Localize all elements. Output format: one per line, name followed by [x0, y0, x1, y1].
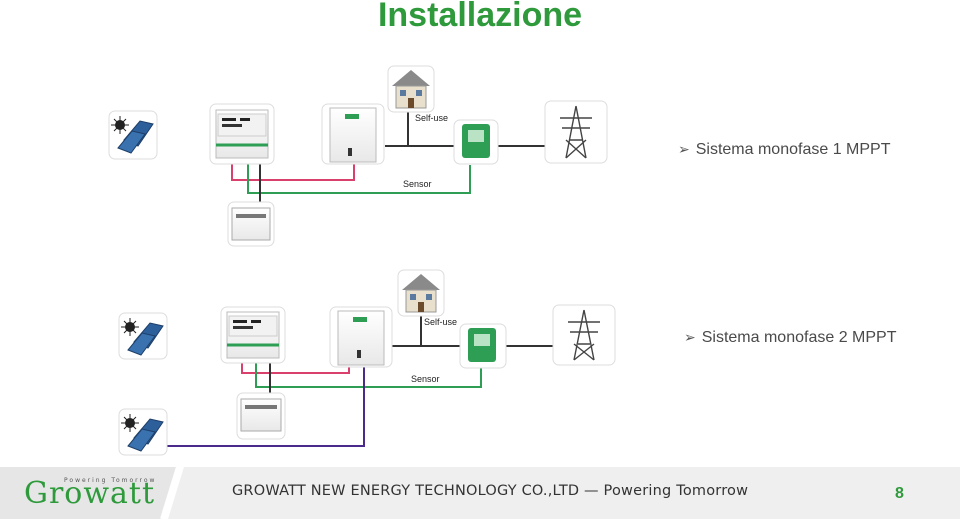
diagram1-wires — [231, 108, 545, 202]
diagram-1mppt: Self-use Sensor — [108, 65, 608, 247]
solar-panel-icon — [118, 408, 168, 456]
bullet-1mppt-text: Sistema monofase 1 MPPT — [695, 141, 891, 158]
sensor-label-2: Sensor — [411, 374, 440, 384]
bullet-2mppt: ➢ Sistema monofase 2 MPPT — [684, 329, 896, 347]
self-use-label-2: Self-use — [424, 317, 457, 327]
diagram2-wires — [165, 312, 553, 447]
footer-band — [0, 466, 960, 519]
page-title: Installazione — [377, 0, 583, 34]
inverter-icon — [329, 306, 393, 368]
diagram-2mppt: Self-use Sensor — [118, 269, 616, 456]
battery-icon — [227, 201, 275, 247]
self-use-label-1: Self-use — [415, 113, 448, 123]
grid-pylon-icon — [544, 100, 608, 164]
growatt-logo: Growatt — [24, 476, 156, 511]
footer-company: GROWATT NEW ENERGY TECHNOLOGY CO.,LTD — … — [232, 483, 749, 499]
bullet-1mppt: ➢ Sistema monofase 1 MPPT — [678, 141, 890, 159]
meter-sensor-icon — [453, 119, 499, 165]
system-diagrams: Self-use Sensor — [108, 65, 616, 456]
page-number: 8 — [895, 485, 904, 502]
solar-panel-icon — [118, 312, 168, 360]
inverter-icon — [321, 103, 385, 165]
bullet-2mppt-text: Sistema monofase 2 MPPT — [701, 329, 897, 346]
storage-unit-icon — [220, 306, 286, 364]
grid-pylon-icon — [552, 304, 616, 366]
arrow-bullet-icon: ➢ — [678, 141, 690, 157]
house-icon — [387, 65, 435, 113]
battery-icon — [236, 392, 286, 440]
house-icon — [397, 269, 445, 317]
arrow-bullet-icon: ➢ — [684, 329, 696, 345]
sensor-label-1: Sensor — [403, 179, 432, 189]
storage-unit-icon — [209, 103, 275, 165]
meter-sensor-icon — [459, 323, 507, 369]
logo-tagline: Powering Tomorrow — [64, 477, 157, 484]
solar-panel-icon — [108, 110, 158, 160]
